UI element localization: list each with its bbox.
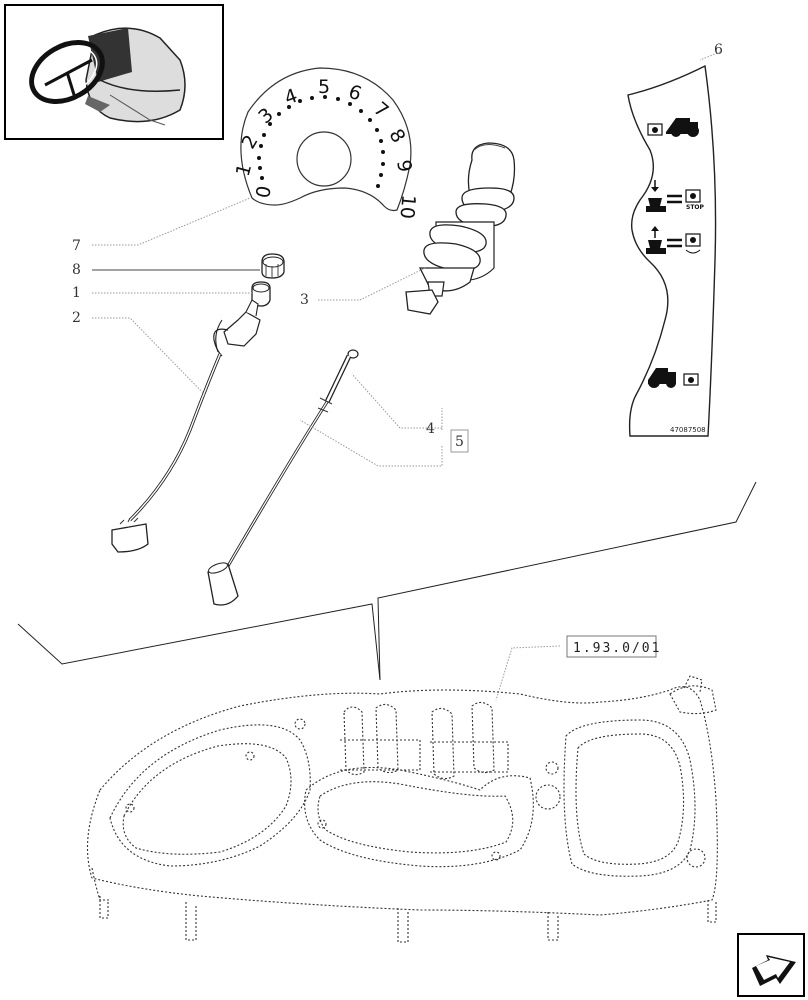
dial-number-10: 10 <box>395 194 419 220</box>
callout-4: 4 <box>426 421 435 437</box>
callout-3: 3 <box>300 292 309 308</box>
potentiometer-harness <box>111 299 261 553</box>
dial-number-5: 5 <box>318 76 330 98</box>
callout-2: 2 <box>72 310 81 326</box>
pto-stop-icon: STOP <box>646 180 705 212</box>
zoom-pointer <box>17 481 757 681</box>
leader-lines <box>92 51 721 701</box>
dial-number-0: 0 <box>252 184 276 200</box>
thumbnail-box <box>4 4 224 140</box>
next-page-arrow-button[interactable] <box>737 933 805 997</box>
stop-label: STOP <box>686 204 705 211</box>
dashboard-housing <box>86 675 718 943</box>
callout-8: 8 <box>72 262 81 278</box>
tractor-pto-icon-top <box>647 118 699 137</box>
decal-code: 47087508 <box>670 426 706 434</box>
next-page-arrow-icon[interactable] <box>752 955 796 986</box>
cap-item-1 <box>251 281 271 307</box>
callout-1: 1 <box>72 285 81 301</box>
callout-5: 5 <box>455 434 464 450</box>
rod-sensor <box>207 349 359 606</box>
dial-dots <box>257 95 385 188</box>
callout-6: 6 <box>714 42 723 58</box>
tractor-pto-icon-bottom <box>648 368 699 388</box>
hand-lever <box>405 142 516 315</box>
steering-console-thumbnail-icon <box>29 27 186 126</box>
dial-number-1: 1 <box>232 161 256 178</box>
reference-box[interactable]: 1.93.0/01 <box>566 635 661 658</box>
knob-item-8 <box>261 253 285 279</box>
dial-number-9: 9 <box>392 158 416 174</box>
control-decal-panel: STOP 47087508 <box>627 64 717 437</box>
callout-7: 7 <box>72 238 81 254</box>
speed-dial-decal: 0 1 2 3 4 5 6 7 8 9 10 <box>232 67 419 220</box>
reference-label[interactable]: 1.93.0/01 <box>573 641 661 656</box>
pto-engage-icon <box>646 226 701 254</box>
callout-5-box: 5 <box>450 429 469 453</box>
